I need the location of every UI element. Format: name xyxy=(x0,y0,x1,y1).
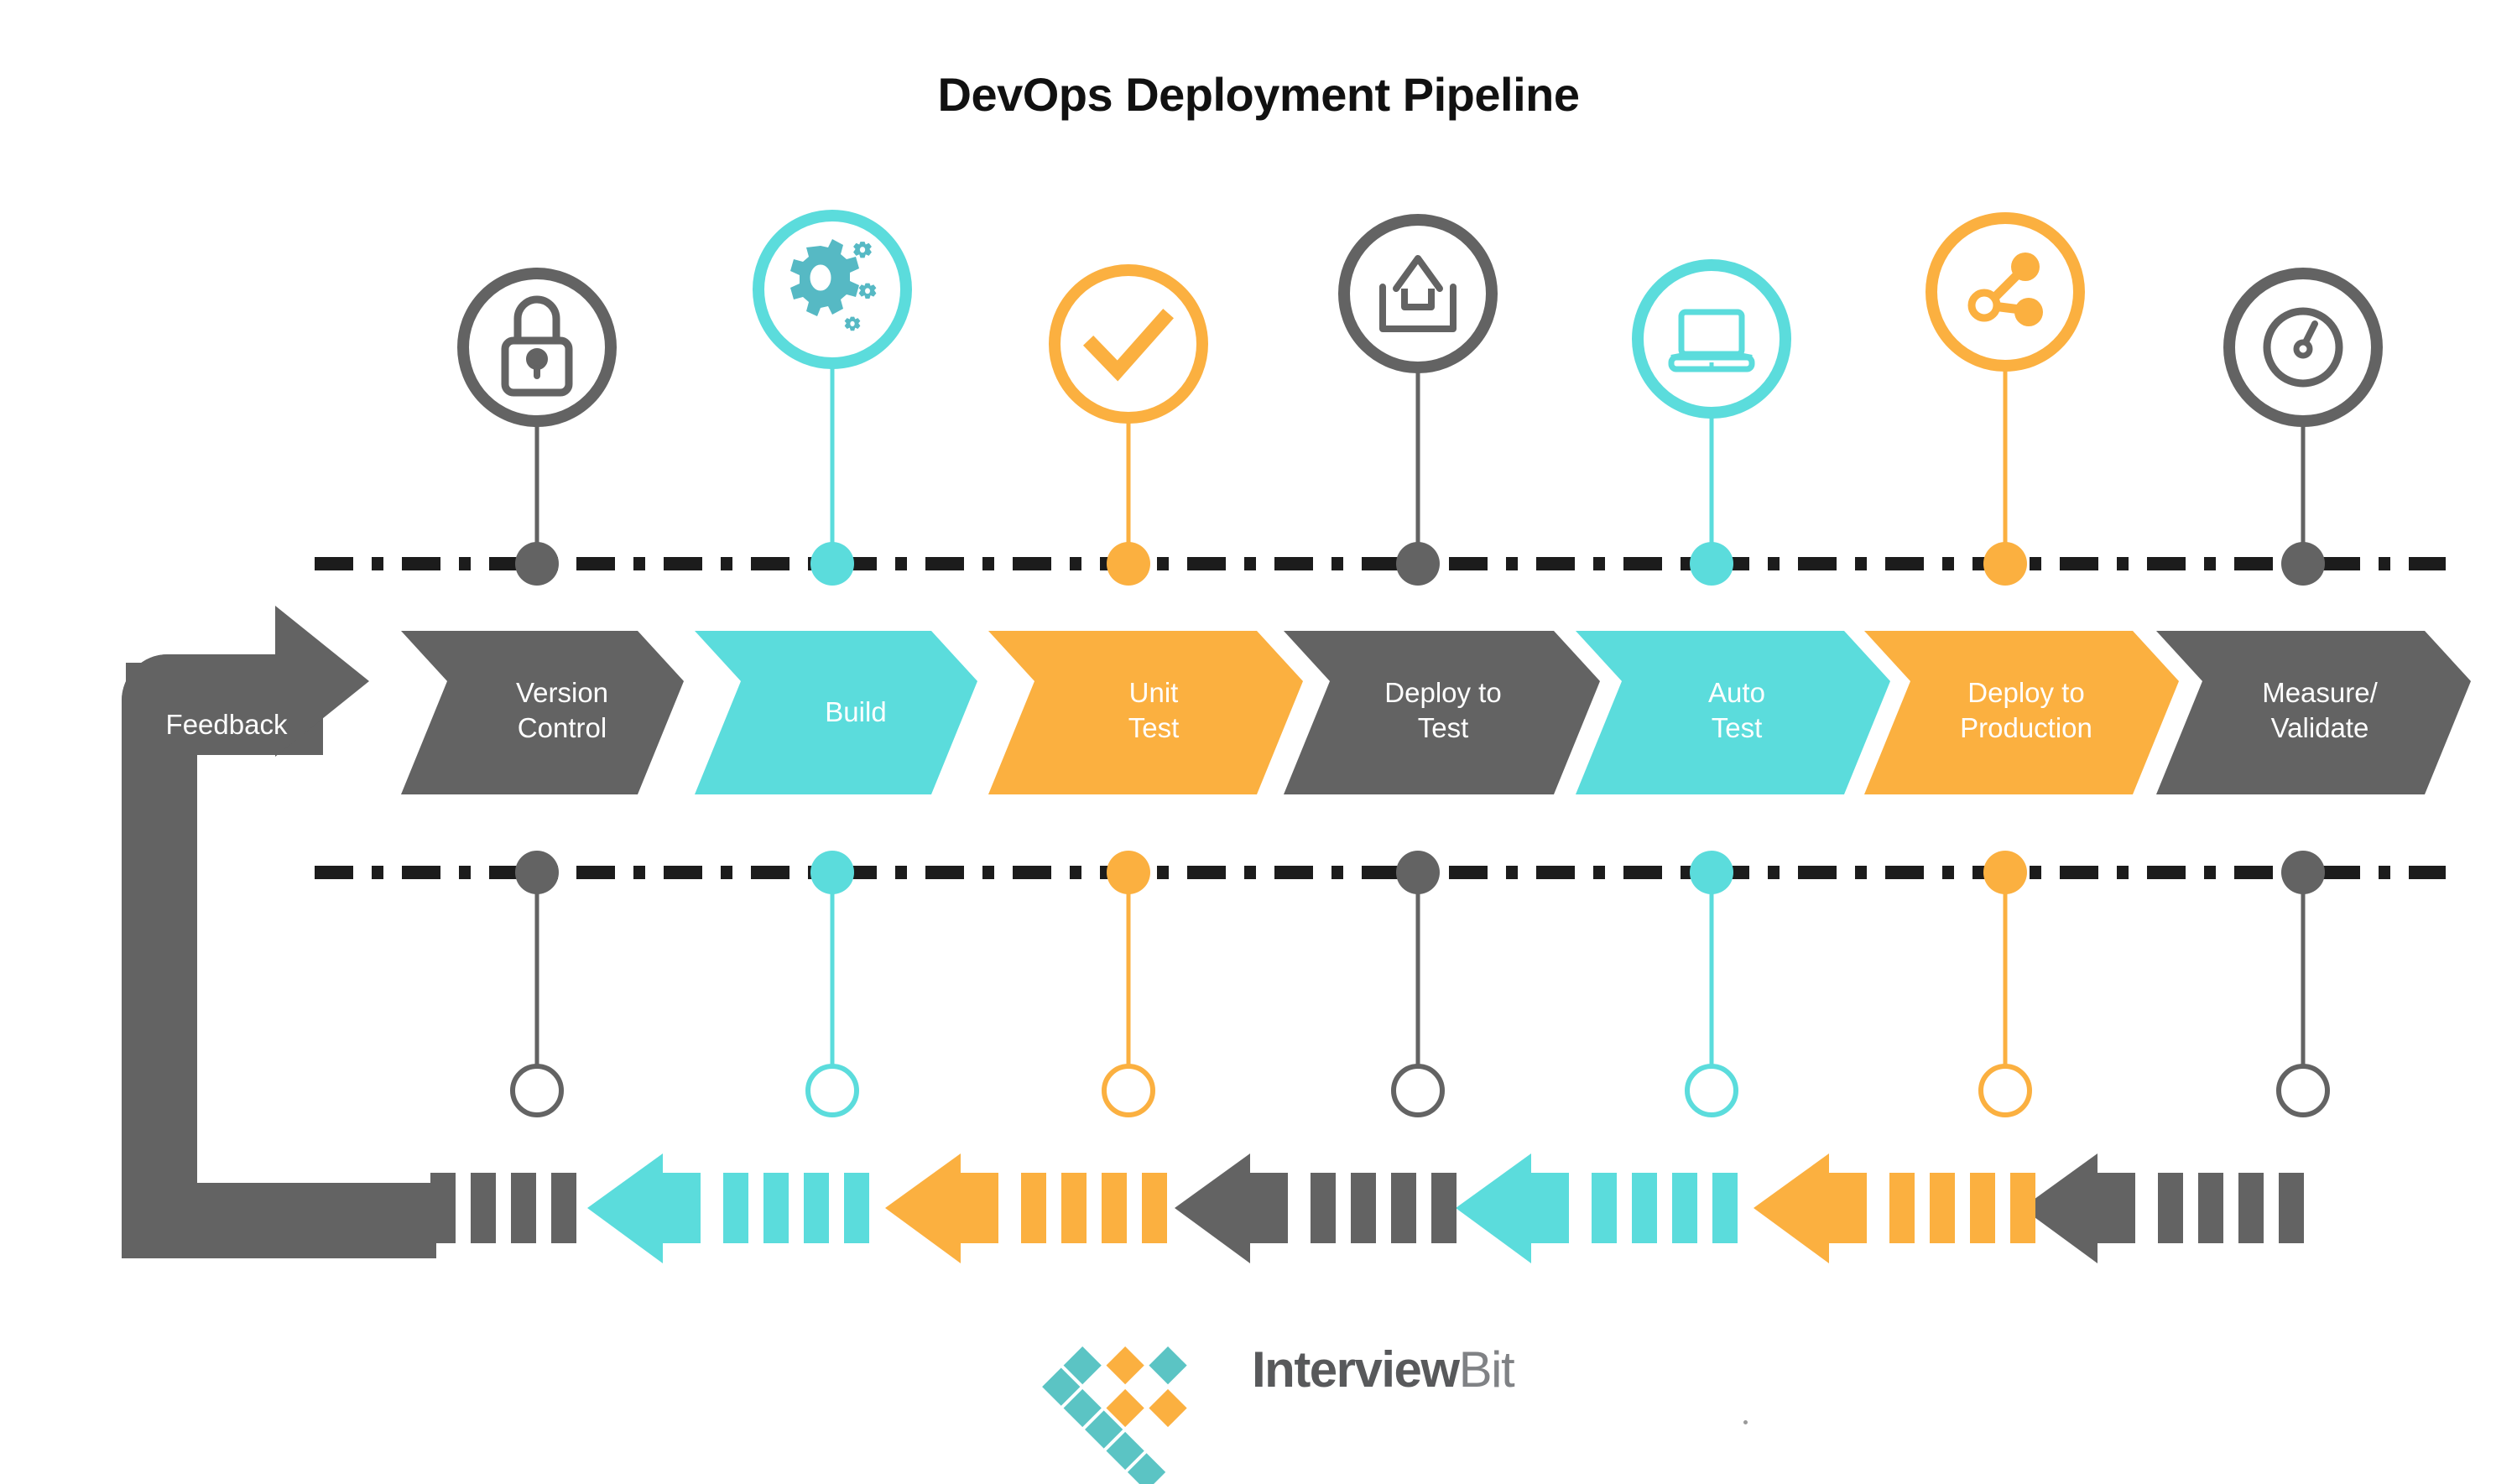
stage-2-bottom-ring xyxy=(805,1064,859,1117)
page-artifact-dot xyxy=(1743,1420,1748,1424)
stage-6-bottom-ring xyxy=(1978,1064,2032,1117)
stage-5-group xyxy=(1632,259,1791,1117)
chevron-stage-2[interactable] xyxy=(695,631,977,794)
stage-4-group xyxy=(1338,214,1498,1117)
stage-2-group xyxy=(753,210,912,1117)
feedback-loop[interactable] xyxy=(122,606,436,1259)
brand-name-bold: Interview xyxy=(1252,1341,1460,1398)
stage-3-bottom-ring xyxy=(1102,1064,1155,1117)
stage-4-top-node xyxy=(1396,542,1440,586)
chevron-band xyxy=(401,631,2471,794)
chevron-stage-7[interactable] xyxy=(2156,631,2471,794)
return-arrow-4 xyxy=(1175,1153,1457,1263)
brand-name-light: Bit xyxy=(1458,1341,1515,1398)
chevron-stage-5[interactable] xyxy=(1576,631,1890,794)
brand-logo: InterviewBit xyxy=(1082,1341,1515,1398)
return-arrow-5 xyxy=(1456,1153,1738,1263)
lock-icon xyxy=(505,299,569,393)
stage-7-bottom-node xyxy=(2281,851,2325,894)
brand-wordmark: InterviewBit xyxy=(1252,1341,1515,1398)
chevron-stage-6[interactable] xyxy=(1864,631,2179,794)
return-arrow-6 xyxy=(1754,1153,2035,1263)
return-arrow-strip xyxy=(430,1153,2304,1263)
stage-1-bottom-node xyxy=(515,851,559,894)
stage-7-bottom-ring xyxy=(2276,1064,2330,1117)
return-arrow-3 xyxy=(885,1153,1167,1263)
stage-7-group xyxy=(2223,268,2383,1117)
stage-1-bottom-ring xyxy=(510,1064,564,1117)
page-title: DevOps Deployment Pipeline xyxy=(937,68,1580,121)
stage-4-bottom-ring xyxy=(1391,1064,1445,1117)
stage-1-group xyxy=(457,268,617,1117)
stage-6-bottom-node xyxy=(1983,851,2027,894)
return-arrow-2 xyxy=(587,1153,869,1263)
stage-4-icon-circle[interactable] xyxy=(1338,214,1498,373)
return-arrow-7 xyxy=(2022,1153,2304,1263)
stage-5-bottom-node xyxy=(1690,851,1733,894)
chevron-stage-1[interactable] xyxy=(401,631,684,794)
stage-3-bottom-node xyxy=(1107,851,1150,894)
stage-2-top-node xyxy=(810,542,854,586)
stage-5-top-node xyxy=(1690,542,1733,586)
stage-1-icon-circle[interactable] xyxy=(457,268,617,427)
stage-3-icon-circle[interactable] xyxy=(1049,264,1208,424)
return-arrow-1 xyxy=(430,1173,576,1243)
feedback-label: Feedback xyxy=(165,709,288,740)
stage-6-group xyxy=(1926,212,2085,1117)
chevron-stage-3[interactable] xyxy=(988,631,1303,794)
chevron-stage-4[interactable] xyxy=(1284,631,1600,794)
stage-2-bottom-node xyxy=(810,851,854,894)
stage-3-group xyxy=(1049,264,1208,1117)
stage-6-top-node xyxy=(1983,542,2027,586)
stage-5-bottom-ring xyxy=(1685,1064,1738,1117)
stage-7-top-node xyxy=(2281,542,2325,586)
stage-3-top-node xyxy=(1107,542,1150,586)
stage-4-bottom-node xyxy=(1396,851,1440,894)
stage-5-icon-circle[interactable] xyxy=(1632,259,1791,419)
stage-1-top-node xyxy=(515,542,559,586)
